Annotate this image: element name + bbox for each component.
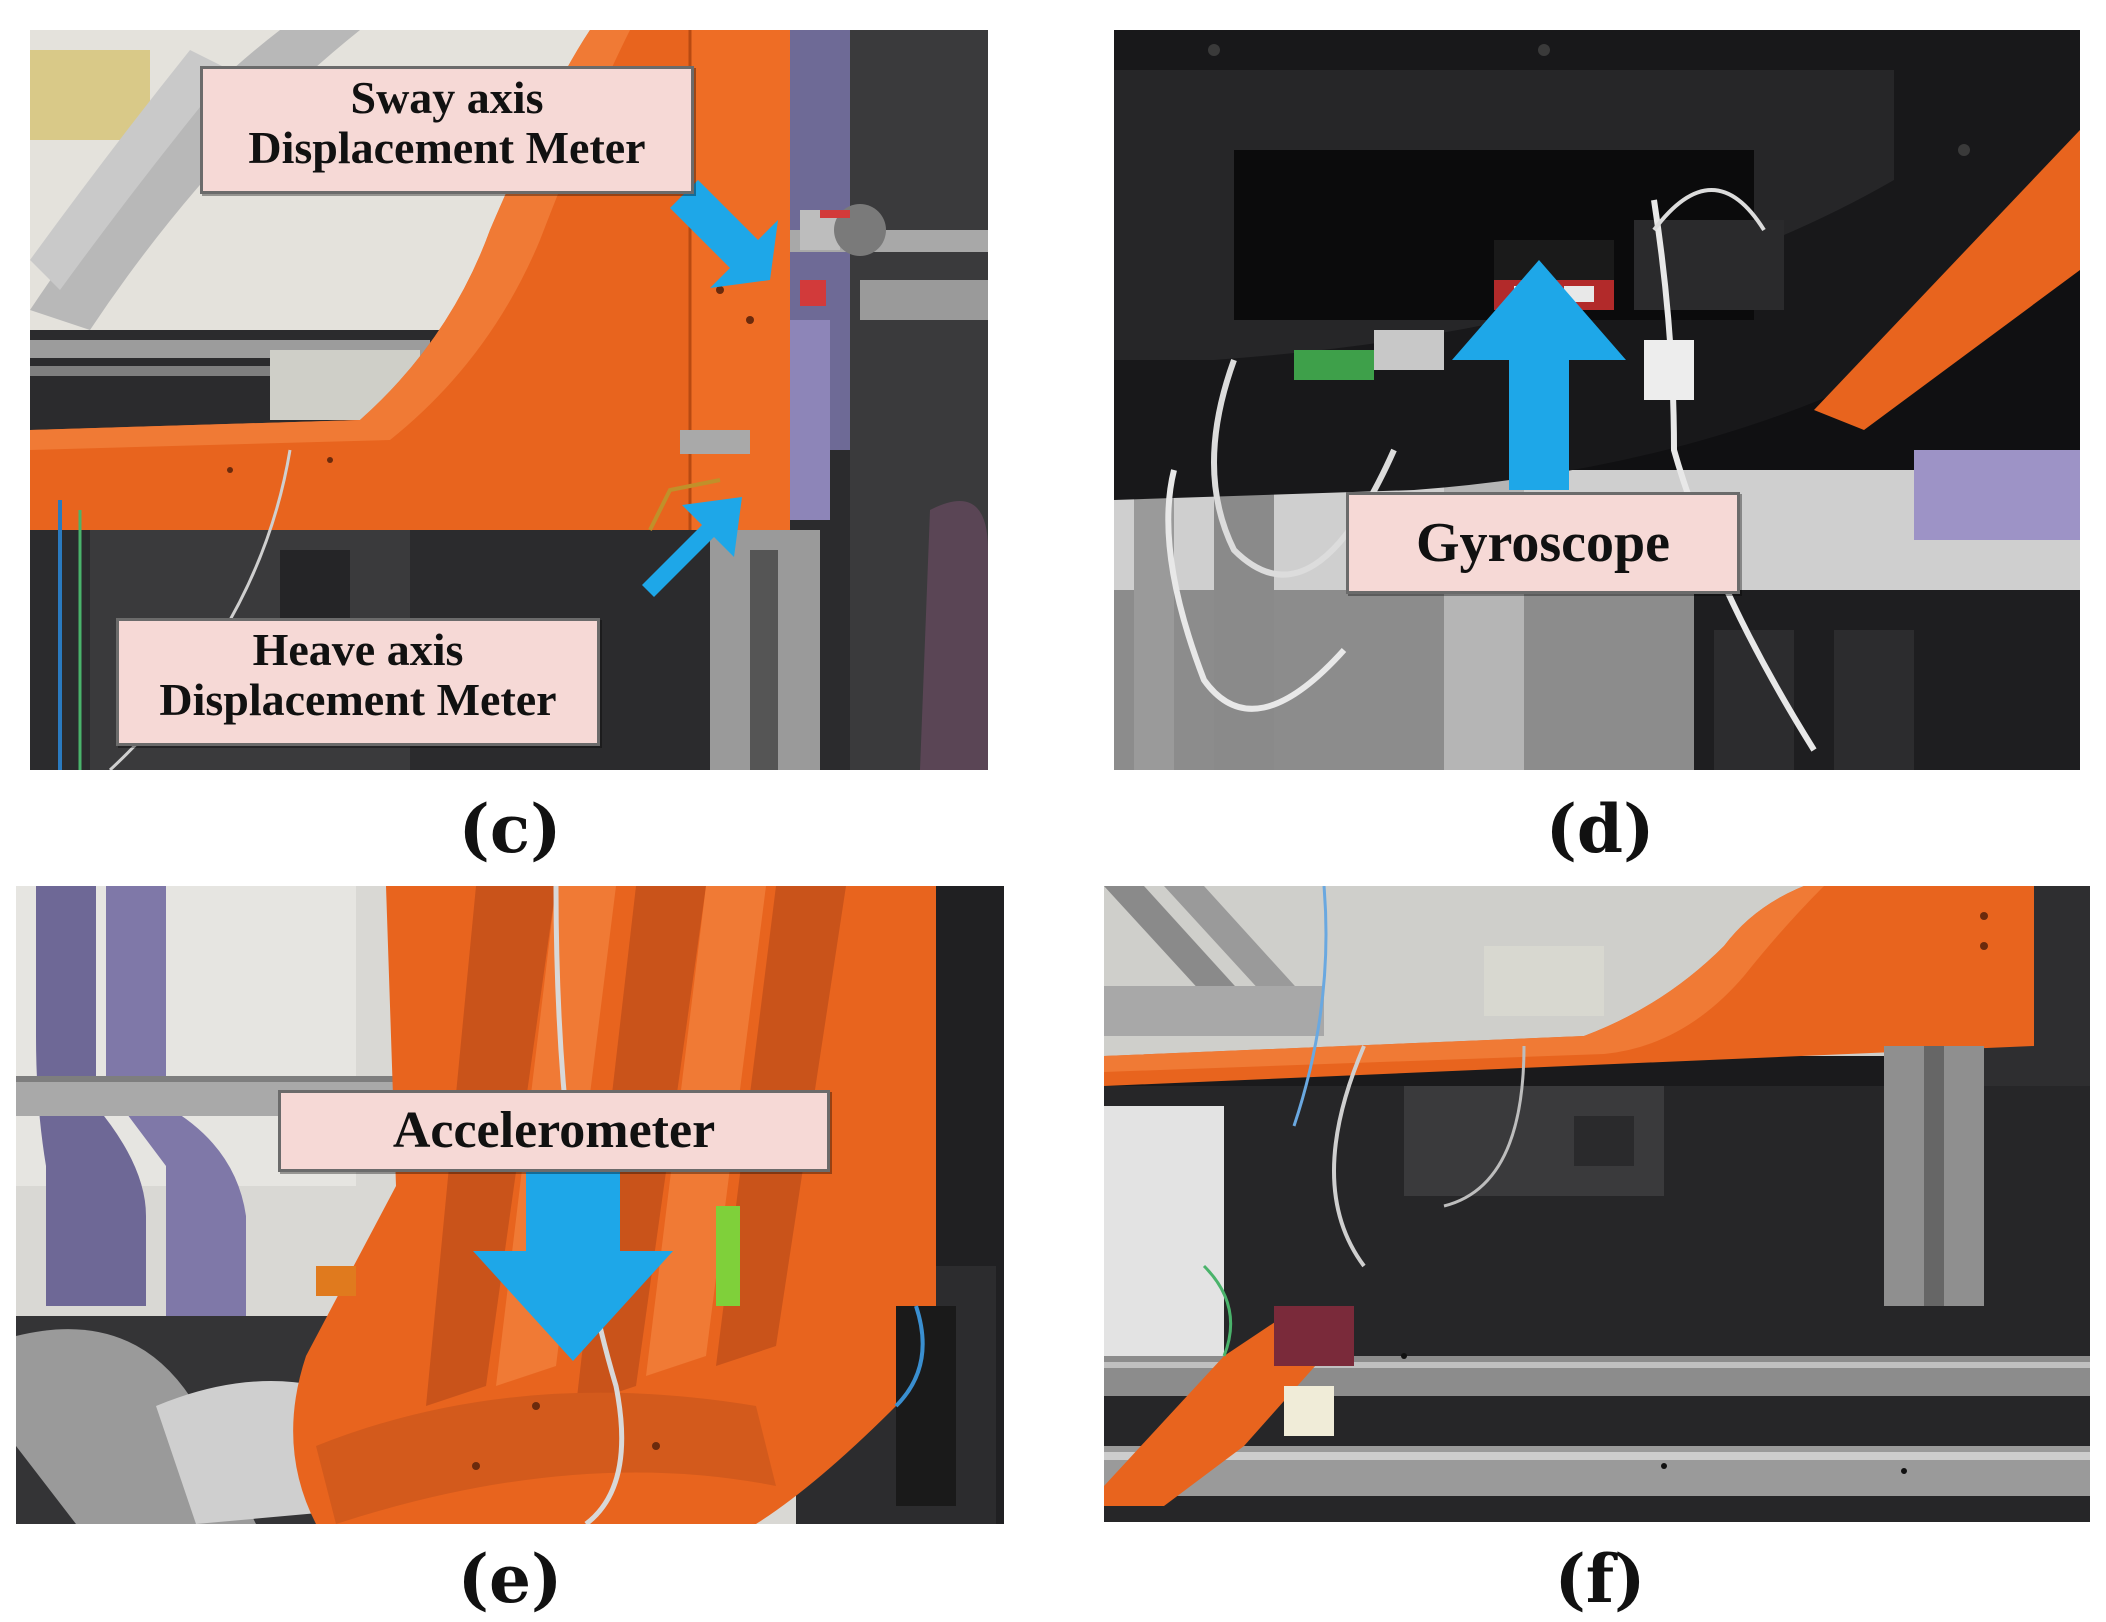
- caption-d: (d): [1545, 790, 1655, 868]
- callout-sway-displacement-meter: Sway axis Displacement Meter: [200, 66, 694, 194]
- arrow-sway: [670, 180, 778, 288]
- photo-panel-c: Sway axis Displacement Meter Heave axis …: [30, 30, 988, 770]
- caption-c: (c): [458, 790, 562, 868]
- photo-e-illustration: [16, 886, 1004, 1524]
- caption-e: (e): [457, 1540, 563, 1618]
- arrow-gyroscope: [1452, 260, 1626, 490]
- callout-heave-line2: Displacement Meter: [159, 673, 557, 725]
- callout-heave-displacement-meter: Heave axis Displacement Meter: [116, 618, 600, 746]
- callout-accelerometer: Accelerometer: [278, 1090, 830, 1172]
- photo-panel-e: Accelerometer: [16, 886, 1004, 1524]
- callout-heave-line1: Heave axis: [252, 624, 464, 675]
- photo-panel-d: Gyroscope: [1114, 30, 2080, 770]
- callout-gyroscope-label: Gyroscope: [1415, 512, 1671, 574]
- arrow-heave: [642, 497, 742, 597]
- callout-sway-line2: Displacement Meter: [248, 121, 646, 173]
- caption-f: (f): [1554, 1540, 1646, 1618]
- photo-f-illustration: [1104, 886, 2090, 1522]
- callout-gyroscope: Gyroscope: [1346, 492, 1740, 594]
- photo-d-illustration: [1114, 30, 2080, 770]
- arrow-accelerometer: [473, 1126, 673, 1361]
- callout-accelerometer-label: Accelerometer: [392, 1102, 716, 1159]
- photo-panel-f: [1104, 886, 2090, 1522]
- callout-sway-line1: Sway axis: [350, 72, 544, 123]
